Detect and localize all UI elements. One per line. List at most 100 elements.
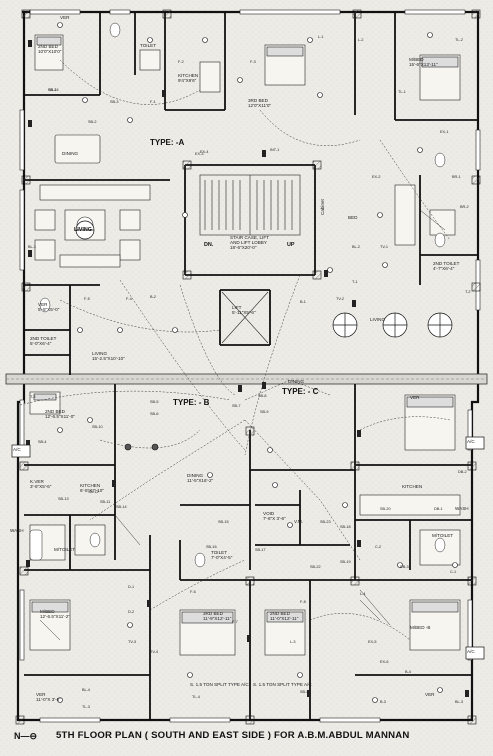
circuit-tag: B-1	[300, 300, 306, 304]
room-kitchen-c: KITCHEN	[402, 484, 423, 489]
circuit-tag: SB-1	[48, 88, 57, 92]
circuit-tag: SB-12	[88, 490, 99, 494]
room-cabinet: Cabinet	[320, 199, 325, 215]
room-living-b: LIVING 15'-2.5"X10'-10"	[92, 351, 125, 361]
room-ver-top: VER	[60, 15, 70, 20]
circuit-tag: BR-1	[452, 175, 461, 179]
circuit-tag: EX-6	[380, 660, 389, 664]
room-living-c: LIVING	[370, 317, 386, 322]
room-void: VOID 7'-6"X 3'-6"	[263, 511, 286, 521]
room-wash-c: WASH	[455, 506, 469, 511]
circuit-tag: SB-21	[300, 690, 311, 694]
room-lift: LIFT 5'-11"X5'-6"	[232, 305, 256, 315]
drawing-title: 5TH FLOOR PLAN ( SOUTH AND EAST SIDE ) F…	[56, 730, 410, 741]
room-bed-2-a: 2ND BED 10'0"X10'0"	[38, 44, 62, 54]
room-kver-b: K.VER 3'-6"X5'-6"	[30, 479, 52, 489]
wiring-runs	[19, 59, 451, 641]
room-ver-b: VER 5'-5"X5'-0"	[38, 302, 60, 312]
furniture	[29, 34, 461, 656]
circuit-tag: EX-5	[368, 640, 377, 644]
circuit-tag: SB-14	[116, 505, 127, 509]
circuit-tag: F-3	[250, 60, 256, 64]
north-arrow-icon: —⊖	[20, 731, 38, 741]
circuit-tag: SB-19	[340, 560, 351, 564]
stair-dn: DN.	[204, 242, 214, 248]
circuit-tag: SB-2	[88, 120, 97, 124]
circuit-tag: INT-1	[270, 148, 280, 152]
circuit-tag: F-1	[150, 100, 156, 104]
circuit-tag: EX-3	[195, 152, 204, 156]
circuit-tag: BL-1	[28, 245, 37, 249]
circuit-tag: BL-4	[82, 688, 91, 692]
circuit-tag: L-3	[290, 640, 296, 644]
ac-note-1: S. 1.5 TON SPLIT TYPE A/C	[190, 682, 249, 687]
room-ver-c-top: VER	[410, 395, 420, 400]
circuit-tag: F-4	[126, 297, 132, 301]
circuit-tag: SB-8	[258, 394, 267, 398]
circuit-tag: L-1	[318, 35, 324, 39]
ac-units	[11, 436, 485, 660]
circuit-tag: D-2	[128, 610, 135, 614]
circuit-tag: SB-9	[260, 410, 269, 414]
room-living-a: LIVING	[74, 227, 92, 233]
ac-label-1: A/C	[13, 447, 21, 452]
north-label: N	[14, 731, 21, 741]
circuit-tag: F-5	[84, 297, 90, 301]
room-bed-3-c: 3RD BED 11'-9"X12'-11"	[203, 611, 232, 621]
lift-shaft	[221, 291, 269, 344]
room-toilet-2-b: 2ND TOILET 5'-0"X6'-4"	[30, 336, 57, 346]
circuit-tag: SB-7	[232, 404, 241, 408]
room-bed-2-b: 2ND BED 12'-6.5"X11'-0"	[45, 409, 75, 419]
circuit-tag: EX-4	[200, 150, 209, 154]
circuit-tag: SB-18	[340, 525, 351, 529]
room-bed-2-c: 2ND BED 11'-0"X12'-11"	[270, 611, 299, 621]
columns	[15, 9, 481, 725]
room-toilet-c: TOILET 7'-0"X4'-5"	[211, 550, 233, 560]
circuit-tag: BL-3	[455, 700, 464, 704]
circuit-tag: F-7	[232, 620, 238, 624]
room-dining-a: DINING	[62, 151, 79, 156]
circuit-tag: F-2	[178, 60, 184, 64]
circuit-tag: L-2	[358, 38, 364, 42]
interior-walls	[24, 12, 478, 720]
circuit-tag: TV-2	[336, 297, 345, 301]
circuit-tag: SB-10	[92, 425, 103, 429]
circuit-tag: T-1	[352, 280, 358, 284]
circuit-tag: T-2	[465, 290, 471, 294]
drawing-title-row: N—⊖ 5TH FLOOR PLAN ( SOUTH AND EAST SIDE…	[14, 729, 484, 745]
circuit-tag: DB-2	[458, 470, 467, 474]
unit-label-c: TYPE: - C	[282, 387, 319, 396]
room-toilet-a: TOILET	[140, 43, 156, 48]
ac-note-2: S. 1.5 TON SPLIT TYPE A/C	[253, 682, 312, 687]
room-mbed-b: M/BED 12'-6.5"X11'-2"	[40, 609, 70, 619]
circuit-tag: SB-13	[58, 497, 69, 501]
room-mbed-a: M/BED 15'-6"X13'-11"	[409, 57, 438, 67]
room-wash-b: WASH	[10, 528, 24, 533]
circuit-tag: BR-2	[460, 205, 469, 209]
circuit-tag: TV-1	[380, 245, 389, 249]
circuit-tag: TL-1	[398, 90, 406, 94]
staircase	[199, 174, 301, 236]
room-dining-b: DINING 11'-5"X16'-2"	[187, 473, 214, 483]
ac-label-3: A/C	[467, 649, 475, 654]
sanitary-fixtures	[29, 22, 446, 568]
circuit-tag: L-4	[360, 592, 366, 596]
circuit-tag: SB-22	[310, 565, 321, 569]
circuit-tag: TL-2	[455, 38, 463, 42]
circuit-tag: SB-23	[320, 520, 331, 524]
room-mtoilet-b: M/TOILET	[54, 547, 76, 552]
circuit-tag: SB-17	[255, 548, 266, 552]
room-bed-3-a: 3RD BED 12'0"X11'0"	[248, 98, 272, 108]
circuit-tag: SB-3	[110, 100, 119, 104]
circuit-tag: SB-11	[100, 500, 111, 504]
room-mbed-c: M/BED -B	[410, 625, 431, 630]
room-dining-c: DINING	[288, 379, 305, 384]
circuit-tag: T-3	[30, 395, 36, 399]
room-ver-b2: VER 11'-0"X 3'-6"	[36, 692, 61, 702]
circuit-tag: C-1	[450, 570, 457, 574]
room-toilet-2-c: 2ND TOILET 4'-7"X6'-4"	[433, 261, 460, 271]
switch-boards	[26, 40, 469, 697]
room-mtoilet-c: M/TOILET	[432, 533, 454, 538]
circuit-tag: B-3	[380, 700, 386, 704]
